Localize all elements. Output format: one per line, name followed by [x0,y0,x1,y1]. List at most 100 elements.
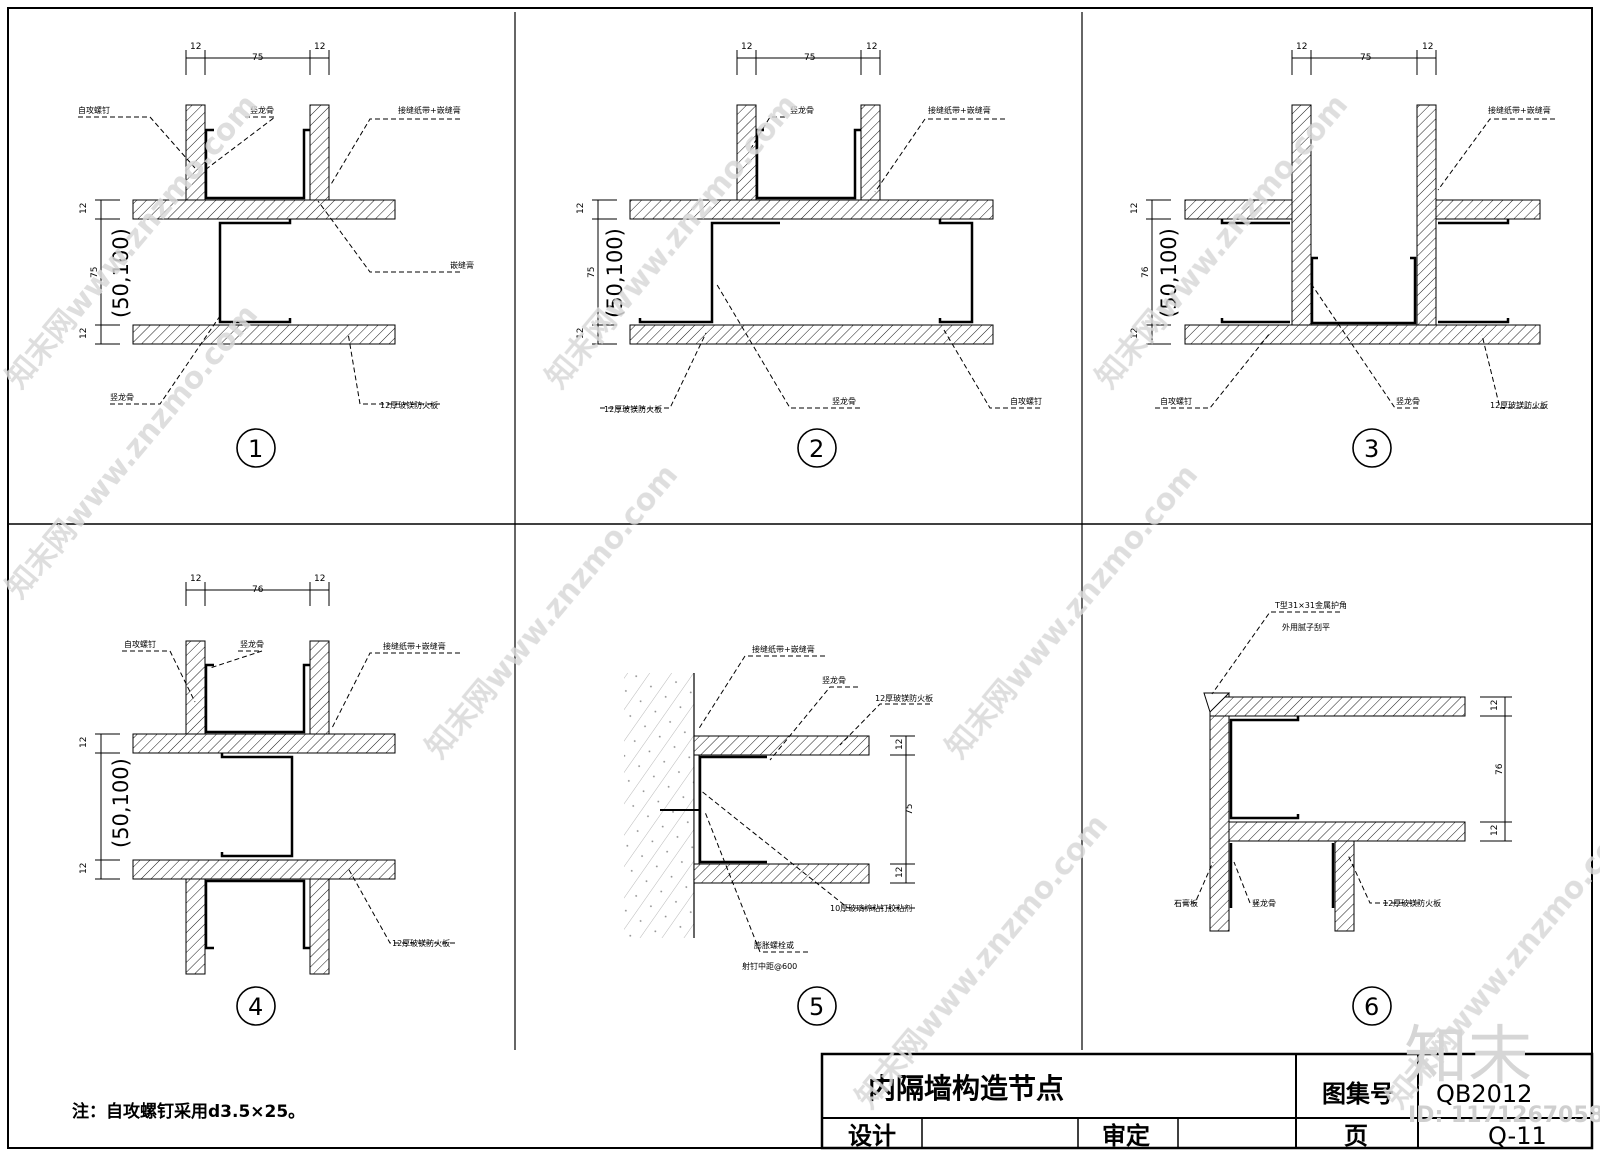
leaders [122,650,460,944]
leaders [78,116,460,405]
dim-board: 12 [866,42,877,52]
dim-board: 12 [576,203,586,214]
dimension-right: 12 75 12 [890,735,915,884]
detail-number-circle [797,986,837,1026]
detail-6: 12 76 12 T型31×31金属护角 外用腻子刮平 石膏板 竖龙骨 12厚玻… [1174,600,1512,1026]
stud-channel [218,219,292,324]
detail-3: 12 75 12 12 76 12 (50,100) 接缝纸带+嵌缝膏 [1130,42,1555,468]
dim-board: 12 [79,737,89,748]
dim-stud-options: (50,100) [603,228,627,318]
dim-stud-options: (50,100) [1157,228,1181,318]
dim-board: 12 [741,42,752,52]
label: 竖龙骨 [1396,396,1420,406]
label: 外用腻子刮平 [1282,622,1330,632]
dim-board: 12 [1490,825,1500,836]
detail-number: 1 [248,435,263,463]
label: 接缝纸带+嵌缝膏 [383,641,446,651]
watermarks: 知末网www.znzmo.com 知末网www.znzmo.com 知末网www… [0,88,1600,1115]
dim-board: 12 [190,574,201,584]
dim-board: 12 [79,203,89,214]
dim-board: 12 [1490,700,1500,711]
label: 自攻螺钉 [1160,396,1192,406]
watermark-id: ID: 1171267058 [1408,1103,1600,1128]
board-horizontal [1209,696,1466,717]
label: 12厚玻镁防火板 [380,400,438,410]
label: 接缝纸带+嵌缝膏 [1488,105,1551,115]
board-horizontal [132,859,396,880]
label: 射钉中距@600 [742,961,797,971]
label: 竖龙骨 [832,396,856,406]
page-number: Q-11 [1488,1122,1547,1150]
board-vertical [1416,104,1437,326]
board-horizontal [132,733,396,754]
leaders [600,116,1040,409]
dim-stud-alt: 76 [252,585,264,595]
stud-channel [698,755,767,864]
dim-stud: 75 [804,53,815,63]
stud-channel [638,221,780,324]
dim-stud-alt: 76 [1141,266,1151,278]
dim-stud-alt: 76 [1495,763,1505,775]
drawing-title: 内隔墙构造节点 [868,1072,1064,1105]
note-text: 注：自攻螺钉采用d3.5×25。 [72,1101,305,1122]
detail-number: 2 [809,435,824,463]
board-horizontal [132,324,396,345]
stud-channel [204,879,310,950]
dim-board: 12 [576,328,586,339]
dim-board: 12 [1422,42,1433,52]
dim-board: 12 [1130,328,1140,339]
board-horizontal [132,199,396,220]
label: 竖龙骨 [110,392,134,402]
stud-channel [938,219,974,324]
detail-number-circle [797,428,837,468]
review-label: 审定 [1102,1122,1150,1150]
dim-stud-options: (50,100) [109,228,133,318]
detail-number: 4 [248,993,263,1021]
board-vertical [185,878,206,975]
label: 竖龙骨 [240,639,264,649]
dim-board: 12 [895,739,905,750]
board-vertical [185,640,206,735]
atlas-number: QB2012 [1436,1080,1532,1108]
watermark-site: 知末网www.znzmo.com [1089,88,1355,395]
board-vertical [860,104,881,201]
design-label: 设计 [848,1122,896,1150]
label: 12厚玻镁防火板 [875,693,933,703]
detail-1: 12 75 12 12 75 12 (50,100) 自攻螺钉 竖龙骨 [78,42,474,468]
stud-channel [1310,256,1417,325]
dimension-left: 12 75 12 (50,100) [79,199,133,345]
board-horizontal [629,199,994,220]
label: 自攻螺钉 [1010,396,1042,406]
title-block: 内隔墙构造节点 图集号 QB2012 设计 审定 页 Q-11 [820,1052,1594,1150]
dim-stud-options: (50,100) [109,758,133,848]
board-horizontal [1228,821,1466,842]
dim-board: 12 [190,42,201,52]
stud-channel [1438,318,1510,324]
board-horizontal [693,863,870,884]
label: 10厚玻璃棉粘钉胶粘剂 [830,903,912,913]
detail-number-circle [1352,428,1392,468]
page-label: 页 [1344,1122,1368,1150]
dim-stud: 75 [905,804,915,815]
detail-4: 12 76 12 12 12 (50,100) 自攻螺钉 竖龙骨 接缝纸带+嵌 [79,574,460,1026]
stud-channel [220,753,294,858]
board-vertical [1334,840,1355,932]
board-horizontal [629,324,994,345]
label: 12厚玻镁防火板 [392,938,450,948]
detail-number: 5 [809,993,824,1021]
dim-board: 12 [895,867,905,878]
detail-number: 3 [1364,435,1379,463]
board-horizontal [1184,324,1541,345]
board-horizontal [1435,199,1541,220]
dimension-top: 12 75 12 [185,42,330,75]
board-horizontal [693,735,870,756]
label: 嵌缝膏 [450,260,474,270]
label: 12厚玻镁防火板 [1490,400,1548,410]
stud-channel [204,663,310,734]
leaders [1175,611,1420,904]
stud-channel [1229,716,1300,820]
label: 石膏板 [1174,898,1198,908]
dimension-left: 12 76 12 (50,100) [1130,199,1181,345]
dim-stud: 75 [90,267,100,278]
detail-number: 6 [1364,993,1379,1021]
